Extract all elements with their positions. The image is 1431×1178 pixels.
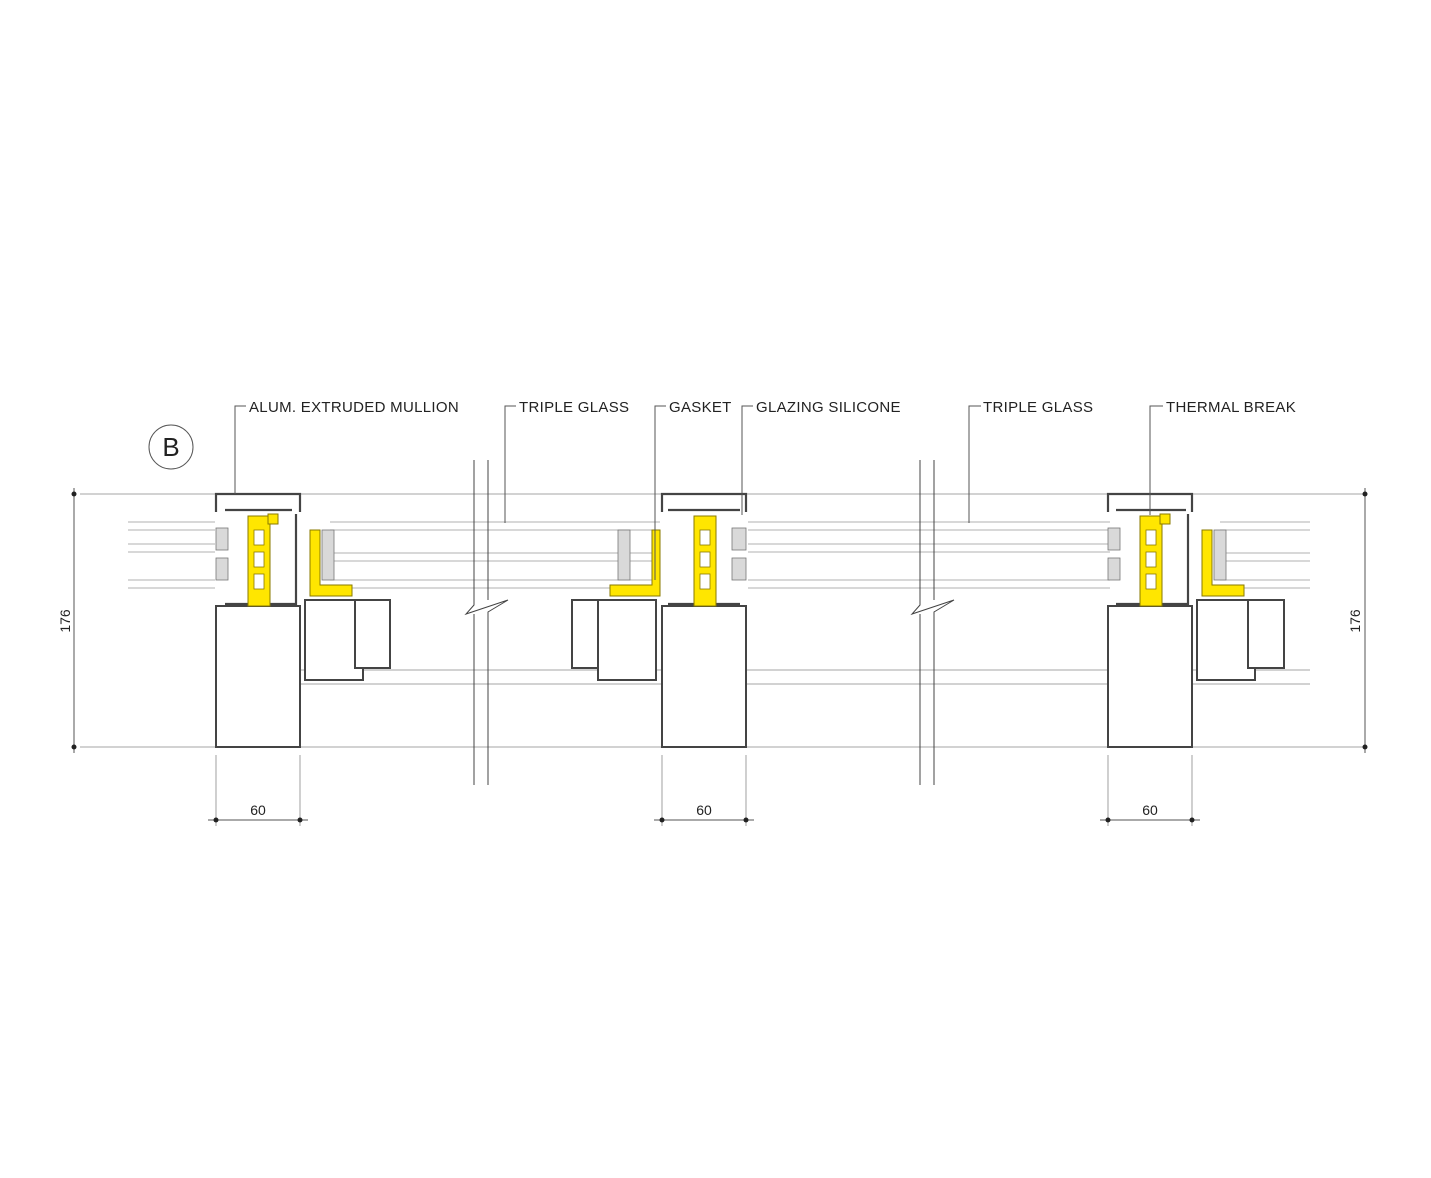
section-marker: B <box>148 424 194 470</box>
dimension-width-1: 60 <box>208 755 308 826</box>
dimension-width-1-label: 60 <box>250 802 266 818</box>
dimension-width-2-label: 60 <box>696 802 712 818</box>
callout-leaders <box>234 405 1163 580</box>
callout-triple-glass-1: TRIPLE GLASS <box>519 399 629 416</box>
mullion-2 <box>571 492 748 748</box>
dimension-depth-left: 176 <box>57 488 77 753</box>
mullion-3 <box>1106 492 1285 748</box>
callout-thermal-break: THERMAL BREAK <box>1166 399 1296 416</box>
thermal-break-2 <box>693 515 717 607</box>
callout-glazing-silicone: GLAZING SILICONE <box>756 399 901 416</box>
dimension-width-3-label: 60 <box>1142 802 1158 818</box>
triple-glass-panels <box>128 521 1310 589</box>
thermal-break-3 <box>1139 513 1171 607</box>
thermal-break-1 <box>247 513 279 607</box>
dimension-width-2: 60 <box>654 755 754 826</box>
callout-triple-glass-2: TRIPLE GLASS <box>983 399 1093 416</box>
section-marker-label: B <box>162 432 179 462</box>
break-line-2 <box>910 460 955 785</box>
break-line-1 <box>464 460 509 785</box>
callout-mullion: ALUM. EXTRUDED MULLION <box>249 399 459 416</box>
dimension-width-3: 60 <box>1100 755 1200 826</box>
dimension-depth-right-label: 176 <box>1347 609 1363 633</box>
dimension-depth-right: 176 <box>1347 488 1368 753</box>
callout-gasket: GASKET <box>669 399 732 416</box>
mullion-1 <box>214 492 391 748</box>
dimension-depth-left-label: 176 <box>57 609 73 633</box>
